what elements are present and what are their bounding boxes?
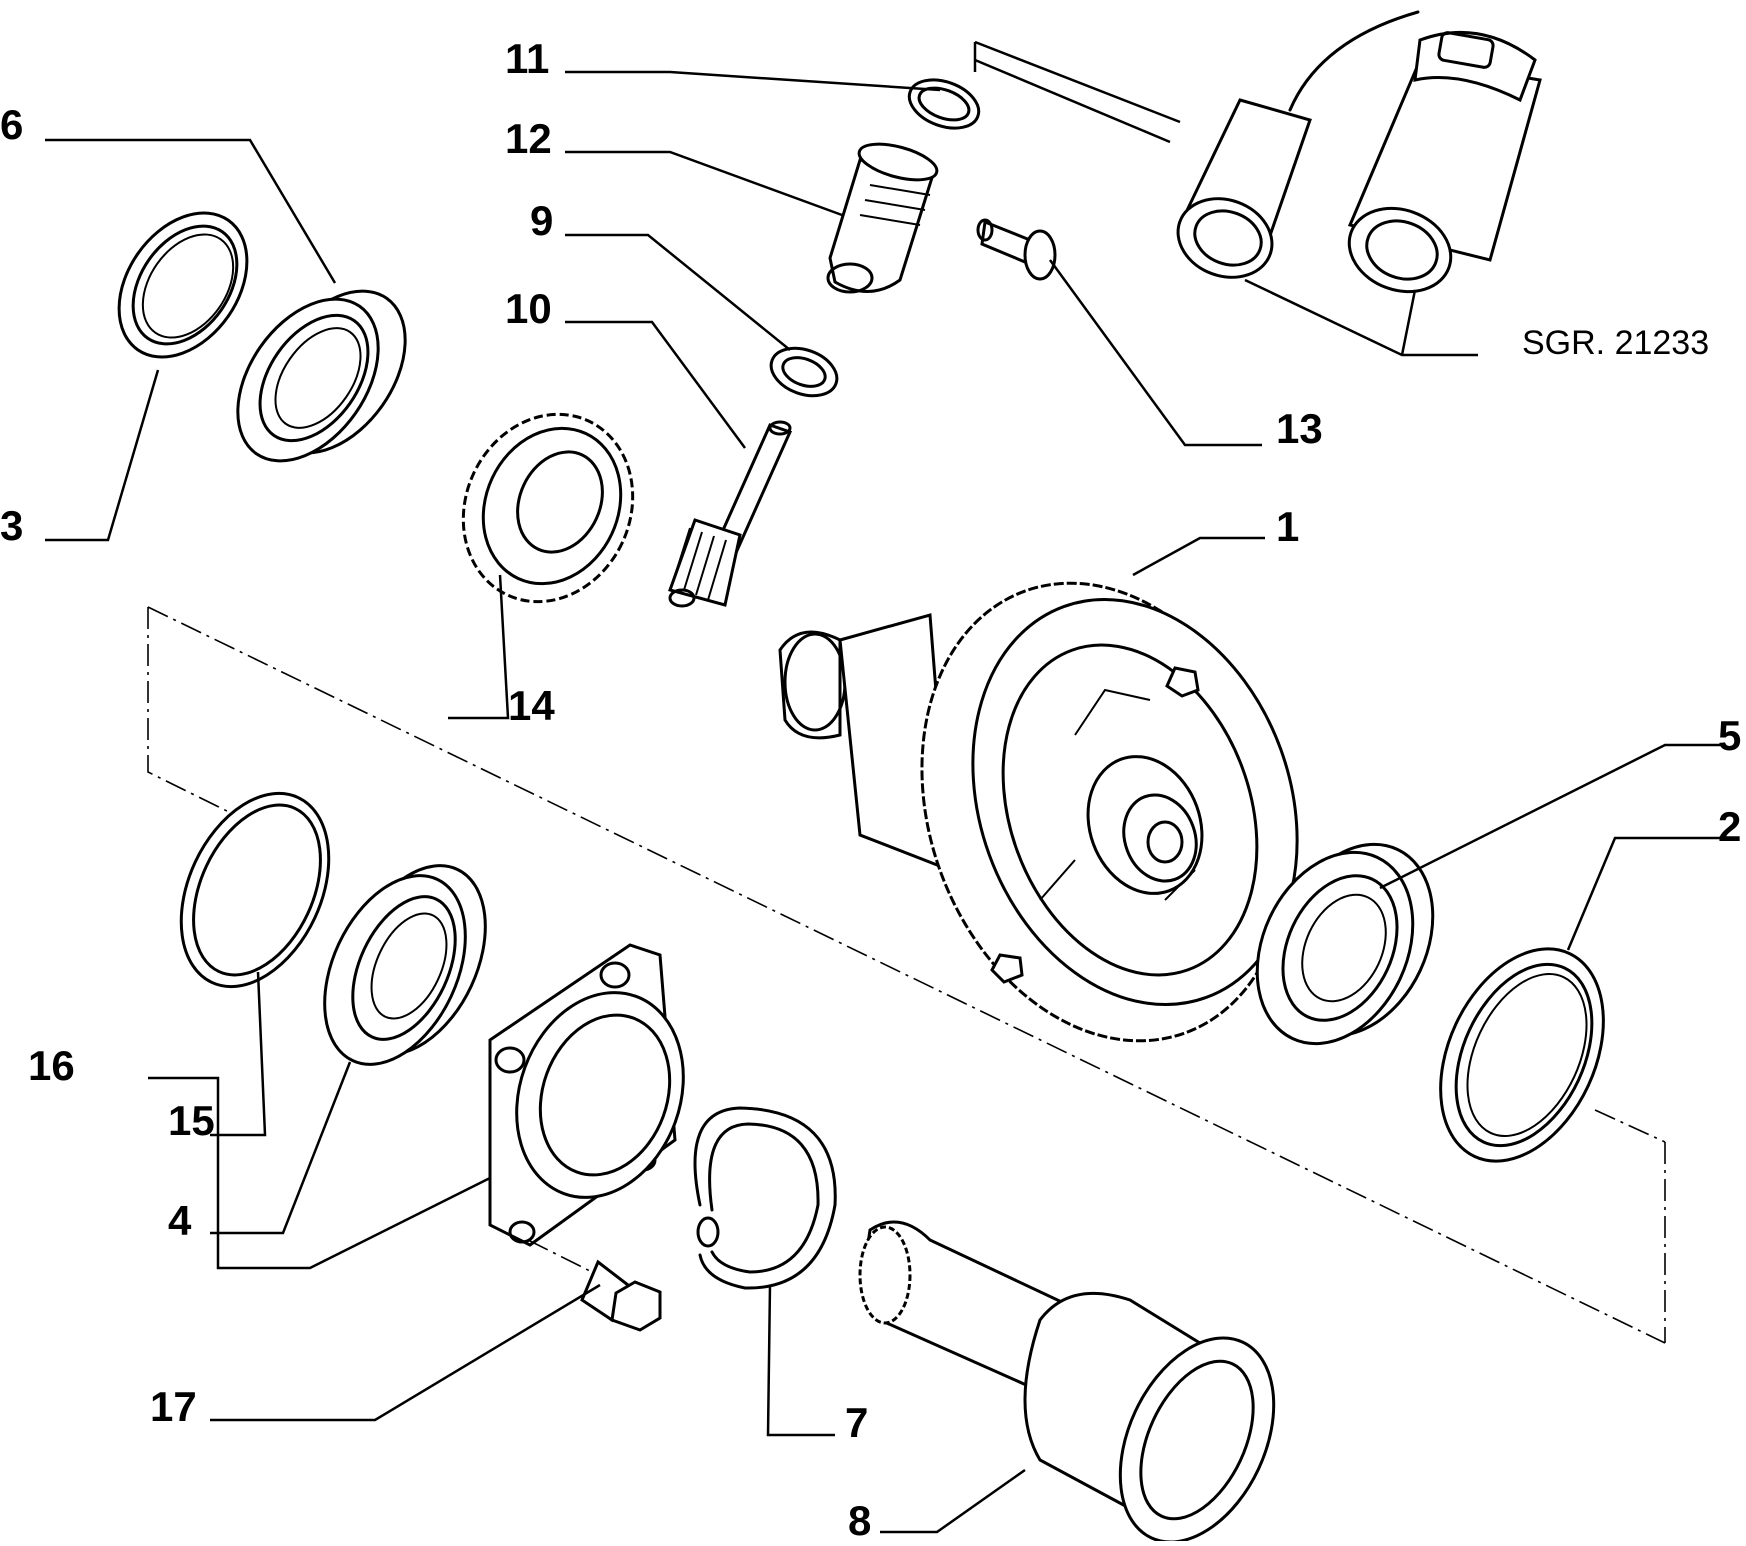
callout-4: 4 [168,1197,192,1244]
leader-16-4-bracket [180,1076,491,1270]
leader-14 [448,574,510,720]
leader-9 [565,233,791,351]
leader-4 [210,1061,352,1235]
part-17-bolt [527,1239,662,1332]
callout-9: 9 [530,197,554,244]
part-13-screw [976,218,1057,281]
leader-12 [565,150,843,217]
callout-10: 10 [505,285,552,332]
leader-15 [210,971,267,1137]
callout-12: 12 [505,115,552,162]
leader-8 [880,1468,1026,1534]
part-9-small-ring [769,346,839,398]
leader-10 [565,320,747,449]
callout-6: 6 [0,101,24,148]
part-10-drive-pinion [668,420,793,608]
callout-3: 3 [0,502,24,549]
leader-sgr-b [1400,289,1417,356]
leader-connector-b [974,58,1171,144]
leader-2 [1566,836,1725,951]
callout-2: 2 [1718,803,1742,850]
part-15-shim-ring [179,791,331,989]
callout-5: 5 [1718,712,1742,759]
part-8-cv-joint [858,1220,1276,1544]
leader-1 [1132,536,1265,577]
part-6-roller-bearing [236,289,407,463]
leader-connector-a [974,40,1181,124]
callout-7: 7 [845,1399,869,1446]
part-2-seal [1439,947,1605,1163]
callout-1: 1 [1276,503,1300,550]
part-4-bearing [323,864,487,1066]
callout-14: 14 [508,682,555,729]
leader-13 [1048,259,1262,447]
callout-11: 11 [505,35,550,82]
callout-16: 16 [28,1042,75,1089]
callout-leader-lines [45,40,1725,1534]
leader-17 [210,1283,601,1422]
part-1-differential-assembly [778,581,1299,1043]
part-7-circlip [693,1106,837,1290]
leader-11 [565,70,941,92]
leader-5 [1379,743,1725,890]
part-5-bearing [1255,842,1435,1046]
part-14-driven-gear [461,412,635,604]
leader-sgr-a [1244,278,1478,357]
callout-8: 8 [848,1497,872,1544]
part-3-seal-ring [117,211,249,359]
leader-3 [45,369,160,542]
reference-code: SGR. 21233 [1522,324,1710,362]
part-bearing-flange [488,943,685,1247]
callout-15: 15 [168,1097,215,1144]
speed-sensor-connectors [1176,10,1542,294]
callout-13: 13 [1276,405,1323,452]
callout-17: 17 [150,1383,197,1430]
part-11-o-ring [907,78,981,130]
part-12-bushing [826,142,939,294]
leader-6 [45,138,337,284]
leader-7 [766,1284,835,1437]
